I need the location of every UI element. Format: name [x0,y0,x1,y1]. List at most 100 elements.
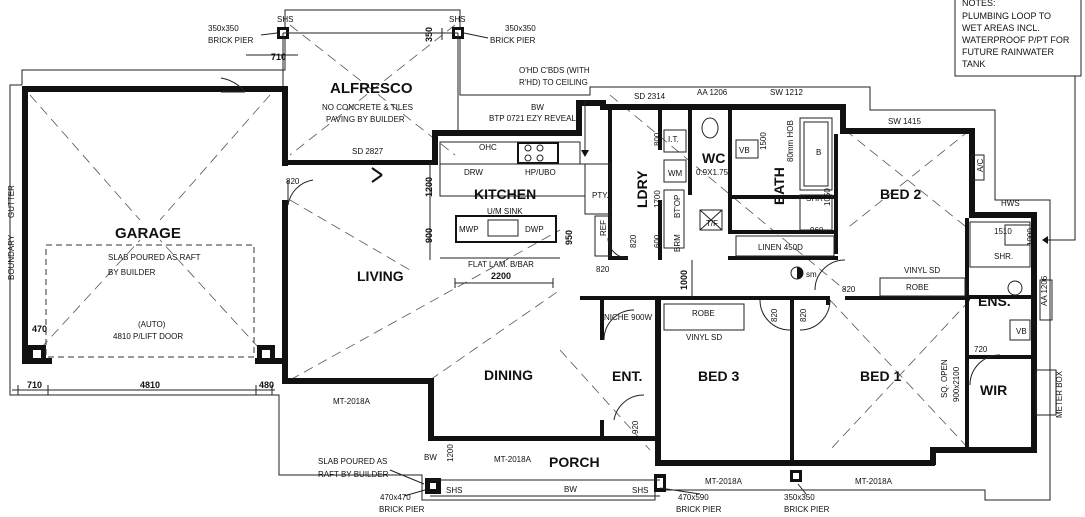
ac-label: A/C [976,158,985,172]
auto-label: (AUTO) [138,320,166,329]
aa-1206-ens: AA 1206 [1040,275,1049,306]
alfresco-note-1: NO CONCRETE & TILES [322,103,413,112]
ohd-note-1: O'HD C'BDS (WITH [519,66,590,75]
room-ent: ENT. [612,368,642,384]
wc-size: 0.9X1.75 [696,168,729,177]
bw-bottom: BW [564,485,577,494]
notes-line-5: TANK [962,59,985,69]
room-wc: WC [702,150,725,166]
flat-lam-label: FLAT LAM. B/BAR [468,260,534,269]
pier-470-2: BRICK PIER [379,505,425,514]
dim-960: 960 [810,226,824,235]
dim-820-bed1: 820 [799,308,808,322]
dim-4810: 4810 [140,380,160,390]
dim-950: 950 [564,230,574,245]
smoke-alarm: sm [806,270,817,279]
room-ens: ENS. [978,293,1011,309]
slab-raft-2: RAFT BY BUILDER [318,470,389,479]
pier-label-tl-1: 350x350 [208,24,239,33]
robe-bed3: ROBE [692,309,715,318]
dim-470: 470 [32,324,47,334]
um-sink-label: U/M SINK [487,207,523,216]
dim-1000: 1000 [679,270,689,290]
dim-800: 800 [653,132,662,146]
bw-porch: BW [424,453,437,462]
dim-820-bed3: 820 [770,308,779,322]
drw-label: DRW [464,168,483,177]
dim-920: 920 [631,420,640,434]
dim-900: 900 [424,228,434,243]
gutter-label: GUTTER [7,185,16,218]
room-alfresco: ALFRESCO [330,80,413,97]
room-bed2: BED 2 [880,186,921,202]
dim-1000-ens: 1000 [1026,228,1035,246]
pier-label-tr-2: BRICK PIER [490,36,536,45]
mt-2018a-bed3: MT-2018A [705,477,743,486]
alfresco-outline [282,32,660,497]
notes-line-3: WATERPROOF P/PT FOR [962,35,1070,45]
annotations: 350x350 BRICK PIER 350x350 BRICK PIER SH… [7,15,1064,514]
pier-470-1: 470x470 [380,493,411,502]
dim-710-bottom: 710 [27,380,42,390]
sw-1415: SW 1415 [888,117,921,126]
slab-raft-1: SLAB POURED AS [318,457,387,466]
shr-bath: SHR [806,194,823,203]
dim-1050: 1050 [823,188,832,206]
robe-bed2: ROBE [906,283,929,292]
wet-area-fittings [663,117,1057,416]
dim-480: 480 [259,380,274,390]
notes-line-2: WET AREAS INCL. [962,23,1040,33]
pty-label: PTY. [592,191,609,200]
brick-piers [28,27,802,494]
notes-line-4: FUTURE RAINWATER [962,47,1054,57]
pier-470590-1: 470x590 [678,493,709,502]
alfresco-note-2: PAVING BY BUILDER [326,115,405,124]
room-bed1: BED 1 [860,368,901,384]
shs-tl: SHS [277,15,293,24]
shr-ens: SHR. [994,252,1013,261]
room-porch: PORCH [549,454,600,470]
room-living: LIVING [357,268,404,284]
mt-2018a-porch: MT-2018A [494,455,532,464]
notes-box: NOTES: PLUMBING LOOP TO WET AREAS INCL. … [954,0,1082,244]
room-wir: WIR [980,382,1007,398]
vb-wc: VB [739,146,750,155]
dim-820-garage: 820 [286,177,300,186]
leader-lines [260,32,807,497]
brm-label: BRM [673,234,682,252]
shs-tr: SHS [449,15,465,24]
meter-box: METER BOX [1055,370,1064,418]
room-dining: DINING [484,367,533,383]
garage-dashed [45,77,314,358]
dim-720: 720 [974,345,988,354]
room-ldry: LDRY [634,170,650,208]
dim-1200-porch: 1200 [446,444,455,462]
vinyl-sd-bed3: VINYL SD [686,333,722,342]
room-garage: GARAGE [115,225,181,242]
dim-1200: 1200 [424,177,434,197]
sd-2827: SD 2827 [352,147,384,156]
sq-open-2: 900x2100 [952,366,961,402]
ohc-label: OHC [479,143,497,152]
dim-1510: 1510 [994,227,1012,236]
boundary-label: BOUNDARY [7,234,16,280]
pier-470590-2: BRICK PIER [676,505,722,514]
mt-2018a-bed1: MT-2018A [855,477,893,486]
dim-820-ldry: 820 [629,234,638,248]
bath-b: B [816,148,821,157]
room-bed3: BED 3 [698,368,739,384]
it-label: I.T. [668,135,679,144]
ohd-note-2: R'HD) TO CEILING [519,78,588,87]
shs-br: SHS [632,486,648,495]
aa-1206-top: AA 1206 [697,88,728,97]
pier-label-tr-1: 350x350 [505,24,536,33]
garage-note-2: BY BUILDER [108,268,156,277]
dim-710-top: 710 [271,52,286,62]
dim-1700: 1700 [653,190,662,208]
mwp-label: MWP [459,225,479,234]
dimension-lines [12,28,693,395]
room-kitchen: KITCHEN [474,186,536,202]
pier-label-tl-2: BRICK PIER [208,36,254,45]
tf-label: T/F [706,219,718,228]
